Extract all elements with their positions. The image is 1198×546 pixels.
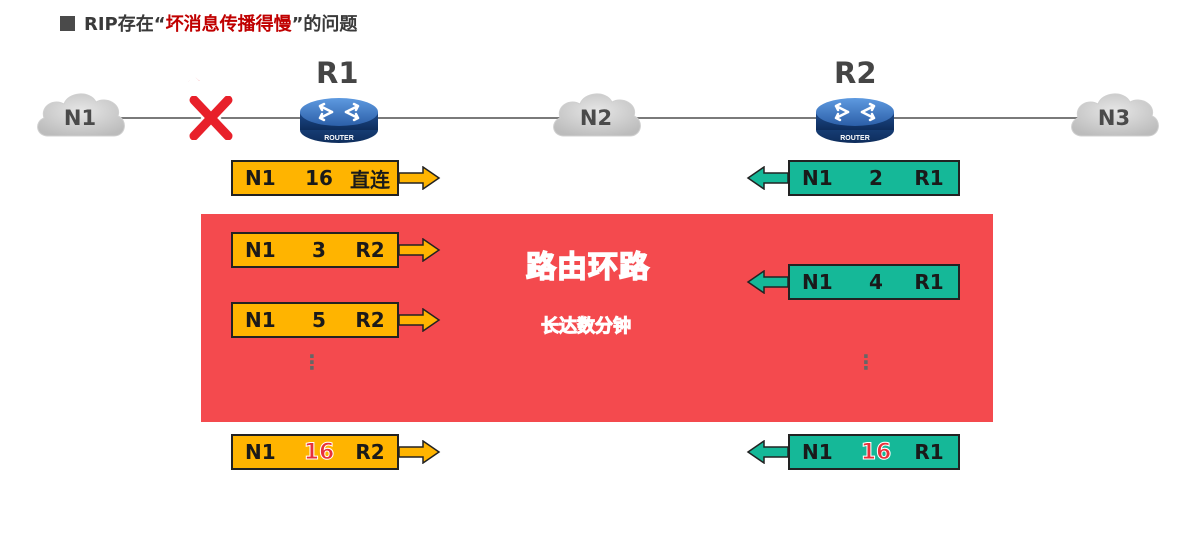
network-cloud-n3: N3 [1066, 88, 1162, 148]
entry-next-hop: R1 [914, 166, 944, 190]
title-suffix: ”的问题 [291, 14, 358, 35]
entry-metric: 16 [305, 166, 333, 190]
x-mark-icon [188, 96, 234, 140]
router-label-r1: R1 [316, 56, 359, 90]
title-highlight: 坏消息传播得慢 [165, 14, 292, 35]
entry-next-hop: R2 [355, 238, 385, 262]
entry-next-hop: R1 [914, 270, 944, 294]
entry-metric: 5 [312, 308, 326, 332]
network-label-n1: N1 [63, 106, 97, 130]
r1-ellipsis: ⋮ [302, 350, 322, 374]
routing-loop-title: 路由环路 [525, 249, 650, 286]
entry-network: N1 [245, 238, 276, 262]
r1-route-entry: N1 5 R2 [231, 302, 441, 338]
entry-metric: 16 [860, 439, 892, 465]
arrow-right-icon [399, 238, 441, 262]
fault-label: 故障 [178, 58, 228, 87]
entry-network: N1 [245, 308, 276, 332]
entry-metric: 16 [303, 439, 335, 465]
square-bullet-icon [60, 15, 75, 31]
entry-next-hop: R1 [914, 440, 944, 464]
network-cloud-n1: N1 [32, 88, 128, 148]
r1-route-entry: N1 3 R2 [231, 232, 441, 268]
cloud-icon [1071, 93, 1159, 137]
entry-network: N1 [802, 440, 833, 464]
title-prefix: RIP存在“ [84, 14, 166, 35]
entry-next-hop: 直连 [350, 167, 390, 192]
network-label-n3: N3 [1097, 106, 1131, 130]
cloud-icon [553, 93, 641, 137]
entry-network: N1 [245, 440, 276, 464]
r2-route-entry: N1 2 R1 [746, 160, 960, 196]
entry-next-hop: R2 [355, 440, 385, 464]
arrow-left-icon [746, 270, 788, 294]
router-icon: ROUTER [300, 98, 378, 143]
router-label-r2: R2 [834, 56, 877, 90]
arrow-right-icon [399, 308, 441, 332]
slide-title: RIP存在“坏消息传播得慢”的问题 [60, 8, 357, 38]
entry-metric: 4 [869, 270, 883, 294]
cloud-icon [37, 93, 125, 137]
entry-network: N1 [245, 166, 276, 190]
network-label-n2: N2 [579, 106, 613, 130]
r1-route-entry: N1 16 直连 [231, 160, 441, 196]
r1-route-entry: N1 16 R2 [231, 434, 441, 470]
arrow-left-icon [746, 440, 788, 464]
r2-ellipsis: ⋮ [856, 350, 876, 374]
entry-next-hop: R2 [355, 308, 385, 332]
router-icon: ROUTER [816, 98, 894, 143]
arrow-right-icon [399, 166, 441, 190]
r2-route-entry: N1 16 R1 [746, 434, 960, 470]
entry-metric: 3 [312, 238, 326, 262]
arrow-right-icon [399, 440, 441, 464]
router-device-text: ROUTER [324, 135, 354, 142]
r2-route-entry: N1 4 R1 [746, 264, 960, 300]
entry-metric: 2 [869, 166, 883, 190]
entry-network: N1 [802, 166, 833, 190]
routing-loop-subtitle: 长达数分钟 [541, 316, 632, 338]
arrow-left-icon [746, 166, 788, 190]
router-device-text: ROUTER [840, 135, 870, 142]
network-cloud-n2: N2 [548, 88, 644, 148]
entry-network: N1 [802, 270, 833, 294]
